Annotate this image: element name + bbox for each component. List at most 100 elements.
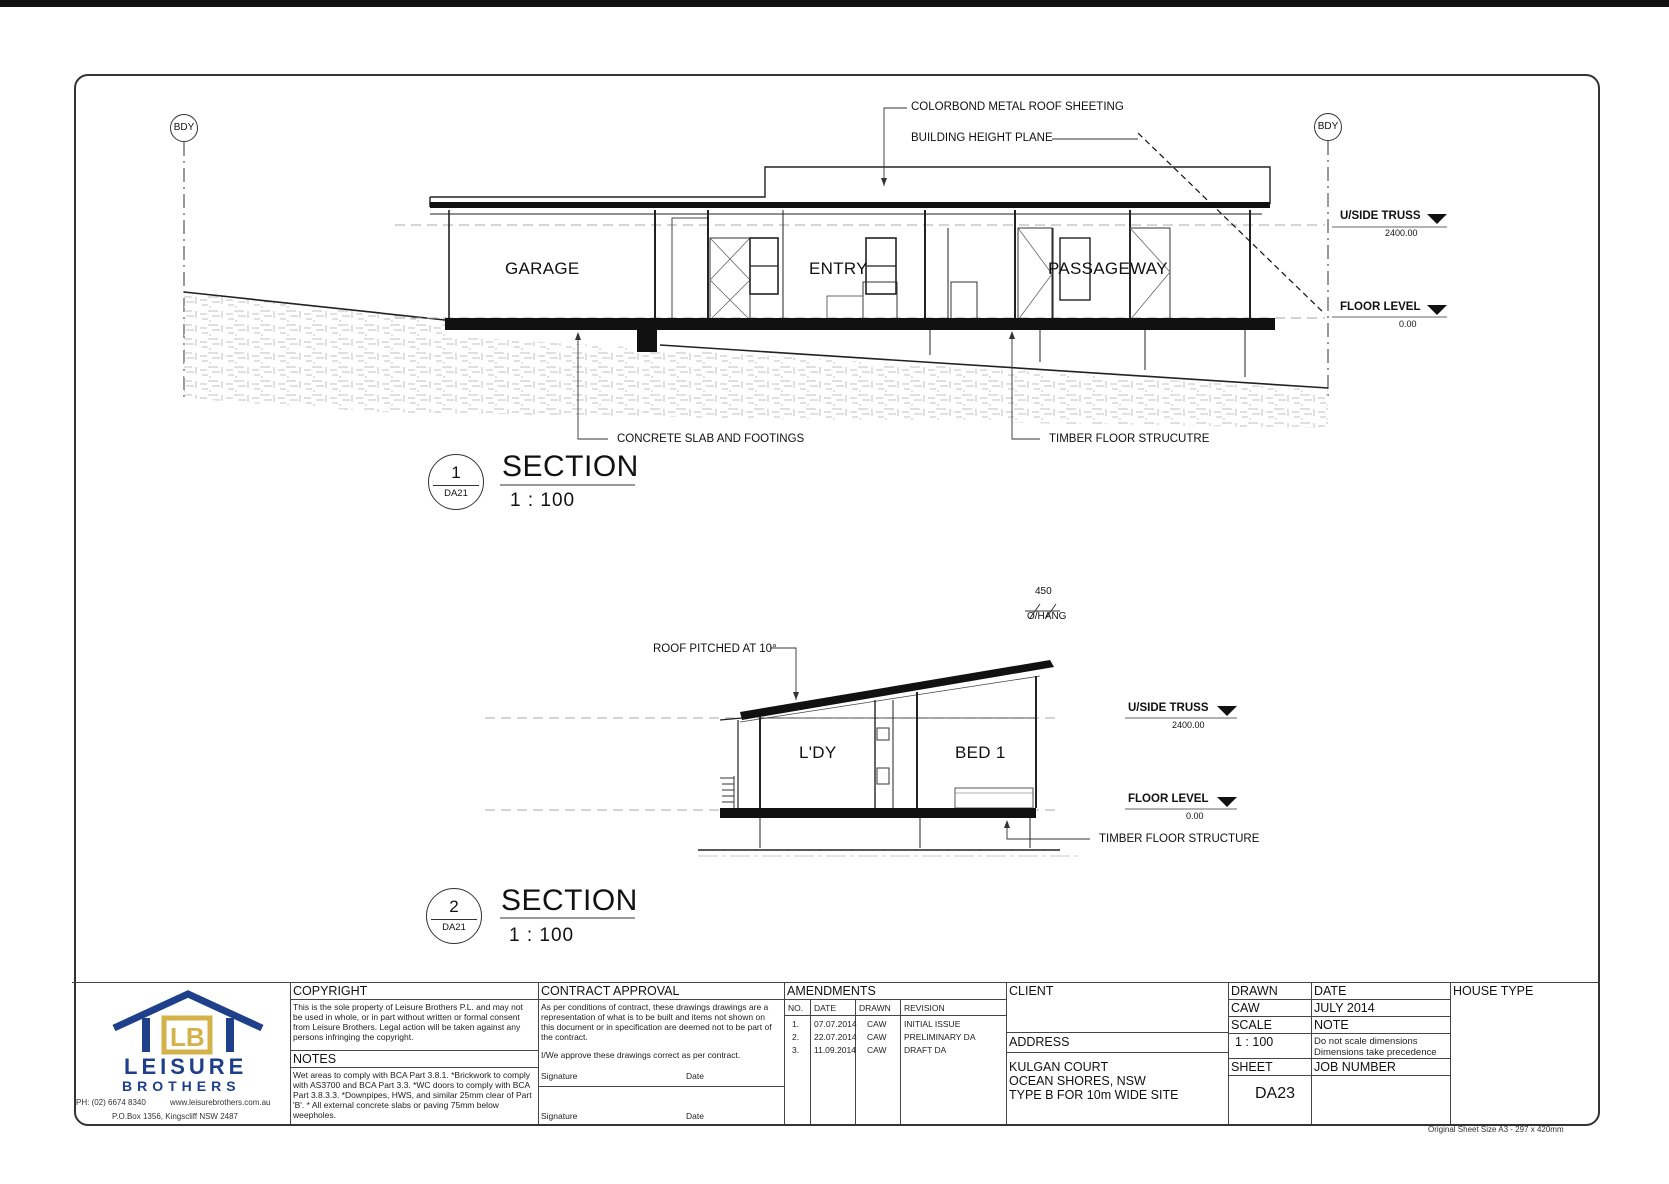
note-line-1: Do not scale dimensions [1314, 1036, 1418, 1047]
rule [1228, 1058, 1450, 1059]
client-heading: CLIENT [1009, 984, 1054, 998]
copyright-text: This is the sole property of Leisure Bro… [293, 1002, 523, 1042]
amend-2-no: 2. [792, 1032, 800, 1042]
contact-po: P.O.Box 1356, Kingscliff NSW 2487 [112, 1112, 238, 1121]
amend-col-no: NO. [788, 1003, 804, 1013]
scale-value: 1 : 100 [1235, 1035, 1274, 1049]
job-number-heading: JOB NUMBER [1314, 1060, 1396, 1074]
floor-level-value: 0.00 [1399, 319, 1417, 329]
divider [810, 999, 811, 1124]
section-2-ref: DA21 [442, 922, 466, 933]
address-heading: ADDRESS [1009, 1035, 1070, 1049]
divider [900, 999, 901, 1124]
rule [290, 999, 538, 1000]
title-block: LB LEISURE BROTHERS PH: (02) 6674 8340 w… [72, 982, 1598, 1124]
logo-mark: LB [170, 1022, 205, 1052]
amend-2-drawn: CAW [867, 1032, 887, 1042]
logo-line-1: LEISURE [124, 1054, 248, 1079]
divider [290, 982, 291, 1124]
amend-col-drawn: DRAWN [859, 1003, 891, 1013]
amend-3-revision: DRAFT DA [904, 1045, 947, 1055]
contact-phone: PH: (02) 6674 8340 [76, 1098, 146, 1107]
amend-1-revision: INITIAL ISSUE [904, 1019, 961, 1029]
divider [538, 982, 539, 1124]
boundary-marker-left: BDY [170, 114, 198, 142]
contract-text: As per conditions of contract, these dra… [541, 1002, 772, 1042]
divider [1450, 982, 1451, 1124]
amend-3-no: 3. [792, 1045, 800, 1055]
section-2-number: 2 [449, 897, 459, 916]
divider [1228, 982, 1229, 1124]
overhang-label: O/HANG [1027, 611, 1067, 622]
roof-sheeting-note: COLORBOND METAL ROOF SHEETING [911, 101, 1124, 113]
divider [1006, 982, 1007, 1124]
section-2-scale: 1 : 100 [509, 925, 575, 946]
boundary-marker-right: BDY [1314, 113, 1342, 141]
s2-truss-level-value: 2400.00 [1172, 720, 1205, 730]
amend-3-date: 11.09.2014 [814, 1045, 856, 1055]
rule [290, 1050, 538, 1051]
sheet-value: DA23 [1255, 1085, 1296, 1102]
amend-col-revision: REVISION [904, 1003, 945, 1013]
house-type-heading: HOUSE TYPE [1453, 984, 1534, 998]
notes-text: Wet areas to comply with BCA Part 3.8.1.… [293, 1070, 532, 1120]
roof-pitch-note: ROOF PITCHED AT 10° [653, 643, 777, 655]
address-line-3: TYPE B FOR 10m WIDE SITE [1009, 1088, 1179, 1102]
room-laundry: L'DY [799, 743, 837, 762]
section-2-title: SECTION [501, 884, 638, 917]
rule [784, 999, 1006, 1000]
overhang-value: 450 [1035, 586, 1052, 597]
copyright-heading: COPYRIGHT [293, 984, 368, 998]
rule [1228, 1033, 1450, 1034]
scale-heading: SCALE [1231, 1018, 1272, 1032]
date-label-2: Date [686, 1111, 704, 1121]
rule [1228, 1016, 1450, 1017]
signature-label-2: Signature [541, 1111, 578, 1121]
contact-web: www.leisurebrothers.com.au [170, 1098, 271, 1107]
s2-truss-level-label: U/SIDE TRUSS [1128, 702, 1209, 714]
contract-heading: CONTRACT APPROVAL [541, 984, 680, 998]
rule [1006, 1032, 1228, 1033]
drawn-heading: DRAWN [1231, 984, 1278, 998]
divider [784, 982, 785, 1124]
date-label-1: Date [686, 1071, 704, 1081]
rule [1006, 1052, 1228, 1053]
scan-top-edge [0, 0, 1669, 7]
rule [290, 1067, 538, 1068]
slab-footings-note: CONCRETE SLAB AND FOOTINGS [617, 433, 805, 445]
address-line-1: KULGAN COURT [1009, 1060, 1109, 1074]
truss-level-value: 2400.00 [1385, 228, 1418, 238]
divider [855, 999, 856, 1124]
date-heading: DATE [1314, 984, 1347, 998]
amend-col-date: DATE [814, 1003, 837, 1013]
room-entry: ENTRY [809, 259, 868, 278]
title-block-top-rule [72, 982, 1598, 983]
logo-line-2: BROTHERS [122, 1078, 241, 1094]
original-sheet-size: Original Sheet Size A3 - 297 x 420mm [1428, 1125, 1564, 1134]
s2-floor-level-label: FLOOR LEVEL [1128, 793, 1209, 805]
date-value: JULY 2014 [1314, 1001, 1375, 1015]
signature-label-1: Signature [541, 1071, 578, 1081]
amend-1-no: 1. [792, 1019, 800, 1029]
room-garage: GARAGE [505, 259, 580, 278]
rule [538, 999, 784, 1000]
divider [1311, 982, 1312, 1124]
s2-floor-level-value: 0.00 [1186, 811, 1204, 821]
bubble-divider [433, 485, 479, 486]
bubble-divider [431, 919, 477, 920]
section-1-bubble: 1 DA21 [428, 454, 484, 510]
section-1-ref: DA21 [444, 488, 468, 499]
drawn-value: CAW [1231, 1001, 1260, 1015]
s2-timber-floor-note: TIMBER FLOOR STRUCTURE [1099, 833, 1260, 845]
note-heading: NOTE [1314, 1018, 1349, 1032]
amend-2-revision: PRELIMINARY DA [904, 1032, 976, 1042]
rule [1228, 1075, 1450, 1076]
notes-heading: NOTES [293, 1052, 337, 1066]
note-line-2: Dimensions take precedence [1314, 1047, 1437, 1058]
rule [784, 1015, 1006, 1016]
amend-1-date: 07.07.2014 [814, 1019, 857, 1029]
amend-3-drawn: CAW [867, 1045, 887, 1055]
timber-floor-note: TIMBER FLOOR STRUCUTRE [1049, 433, 1210, 445]
